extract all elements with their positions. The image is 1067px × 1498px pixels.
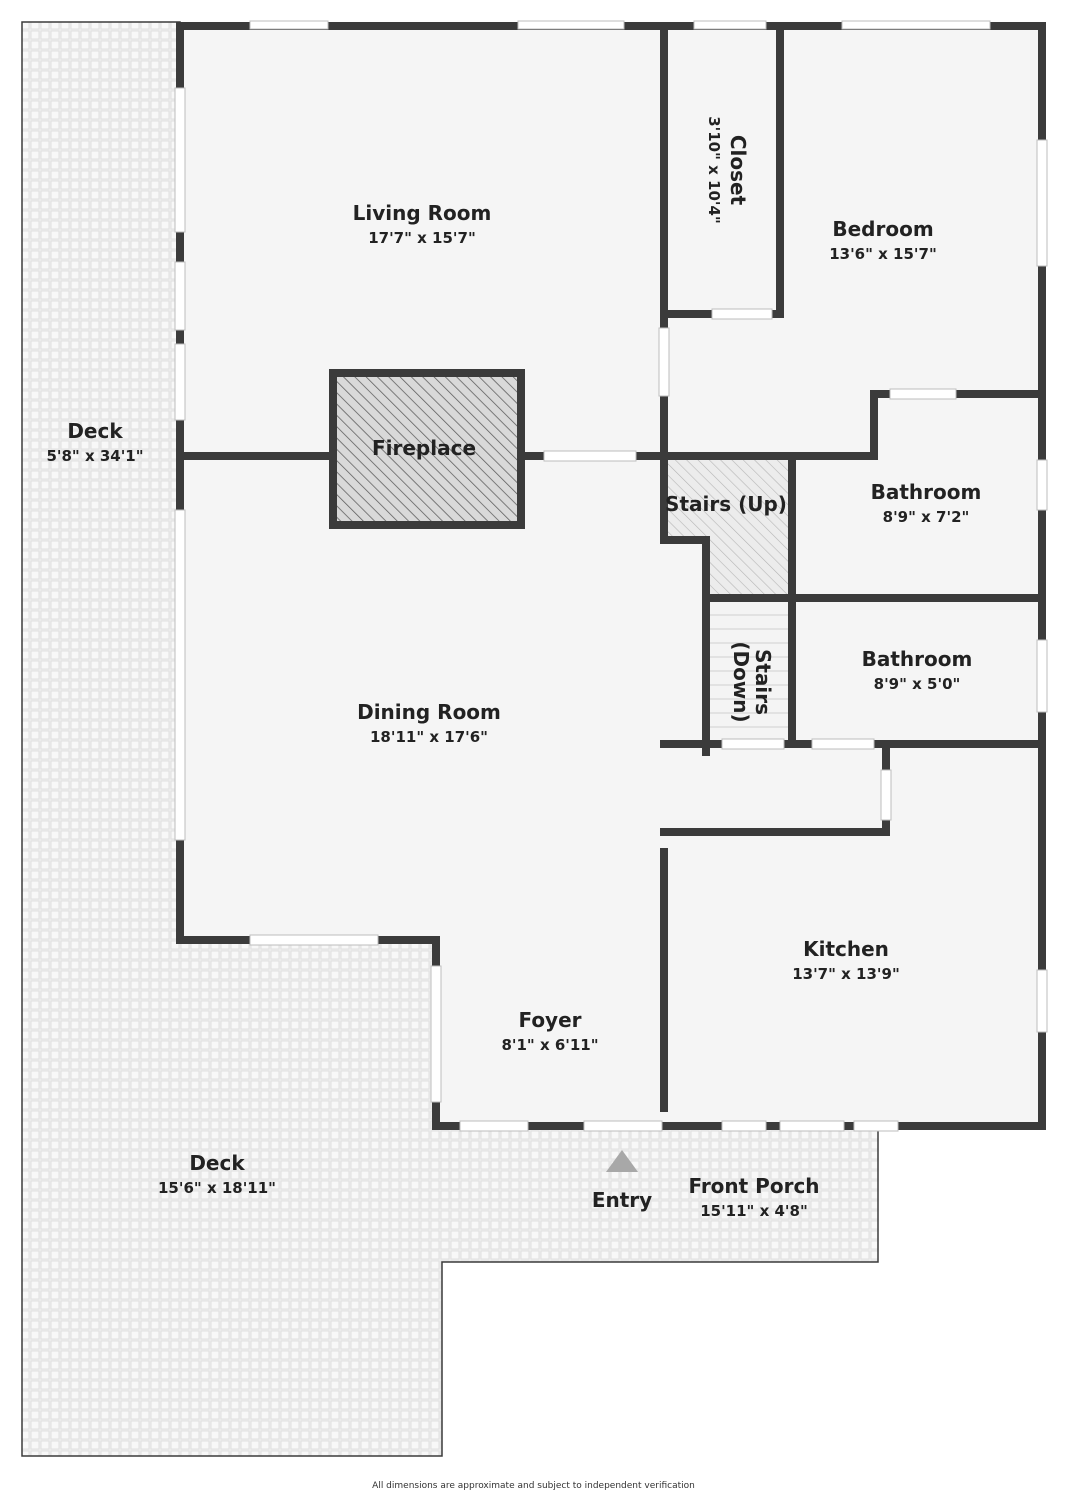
stairs-down-label: Stairs xyxy=(751,649,775,715)
kitchen-label: Kitchen xyxy=(803,937,889,961)
living-room-dims: 17'7" x 15'7" xyxy=(368,229,476,247)
stairs-up-label: Stairs (Up) xyxy=(665,492,787,516)
front-porch-label: Front Porch xyxy=(688,1174,819,1198)
entry-arrow-icon xyxy=(606,1150,638,1172)
dining-room-dims: 18'11" x 17'6" xyxy=(370,728,488,746)
bathroom-1-label: Bathroom xyxy=(871,480,982,504)
kitchen-dims: 13'7" x 13'9" xyxy=(792,965,900,983)
dining-room-label: Dining Room xyxy=(357,700,501,724)
deck-side-label: Deck xyxy=(67,419,123,443)
living-room-label: Living Room xyxy=(353,201,492,225)
deck-bottom-dims: 15'6" x 18'11" xyxy=(158,1179,276,1197)
fireplace-label: Fireplace xyxy=(372,436,476,460)
windows xyxy=(174,20,1048,1132)
foyer-label: Foyer xyxy=(518,1008,581,1032)
bathroom-2-dims: 8'9" x 5'0" xyxy=(874,675,961,693)
foyer-dims: 8'1" x 6'11" xyxy=(501,1036,598,1054)
deck-side-dims: 5'8" x 34'1" xyxy=(46,447,143,465)
deck-bottom-label: Deck xyxy=(189,1151,245,1175)
stairs-up-area xyxy=(664,458,792,596)
front-porch-dims: 15'11" x 4'8" xyxy=(700,1202,808,1220)
bathroom-1-dims: 8'9" x 7'2" xyxy=(883,508,970,526)
bedroom-dims: 13'6" x 15'7" xyxy=(829,245,937,263)
interior-floor xyxy=(180,26,1042,1126)
entry-label: Entry xyxy=(592,1188,652,1212)
bedroom-label: Bedroom xyxy=(832,217,933,241)
stairs-down-area xyxy=(706,600,792,742)
closet-label: Closet xyxy=(726,135,750,206)
fireplace-box xyxy=(329,369,525,529)
closet-dims: 3'10" x 10'4" xyxy=(705,116,723,224)
bathroom-2-label: Bathroom xyxy=(862,647,973,671)
disclaimer-text: All dimensions are approximate and subje… xyxy=(372,1481,695,1491)
stairs-down-label-2: (Down) xyxy=(729,641,753,722)
